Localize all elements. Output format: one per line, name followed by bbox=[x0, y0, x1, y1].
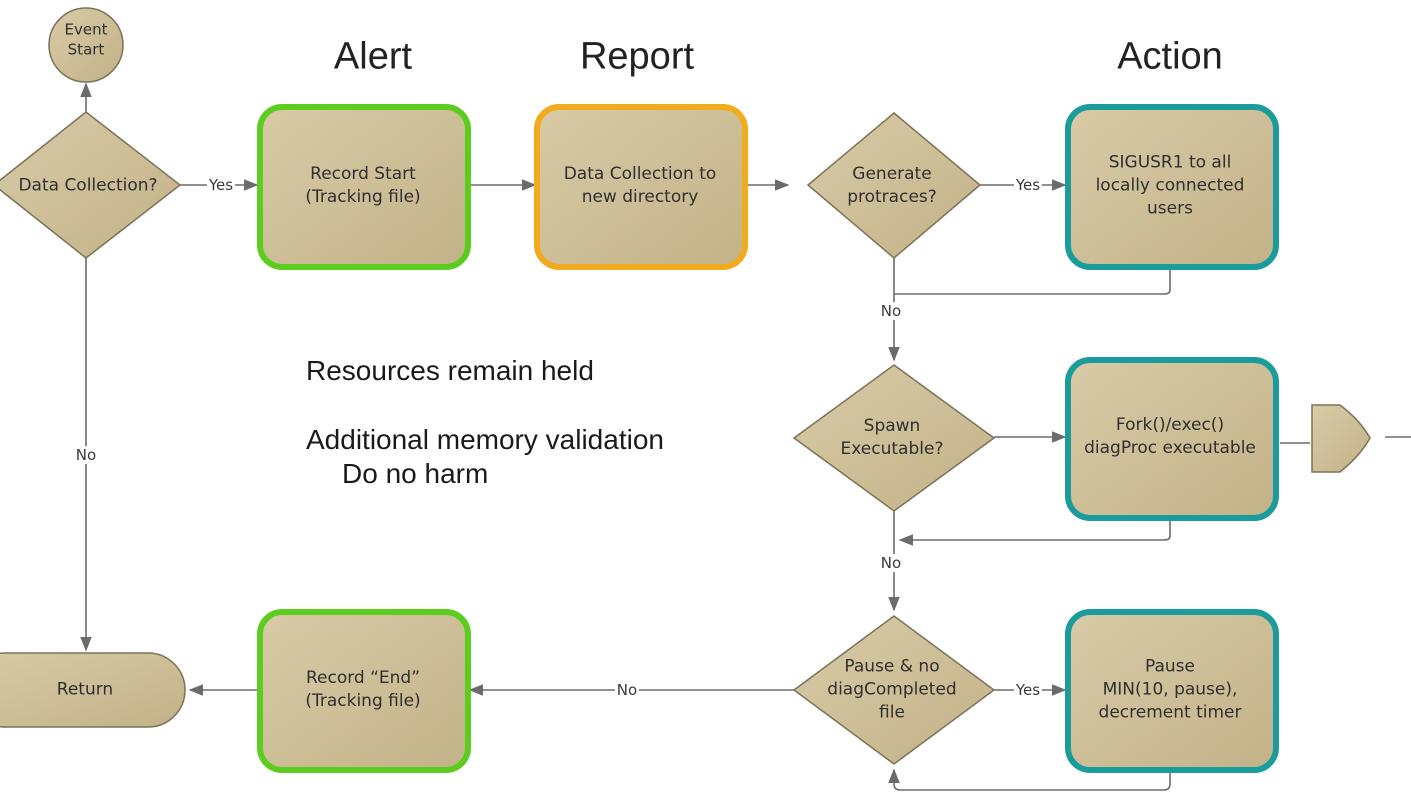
generate-protraces-decision bbox=[806, 112, 982, 259]
data-collection-dir-box bbox=[534, 104, 748, 270]
pause-check-decision bbox=[792, 615, 996, 765]
offpage-terminator bbox=[1311, 404, 1371, 473]
record-start-box bbox=[257, 104, 471, 270]
fork-exec-box bbox=[1065, 357, 1279, 521]
note-memory-validation: Additional memory validation bbox=[306, 424, 664, 455]
edge-fork-loop bbox=[898, 520, 1171, 546]
edge-pauseaction-loop bbox=[888, 768, 1171, 791]
edge-label-no: No bbox=[614, 681, 640, 699]
edge-label-yes: Yes bbox=[1013, 681, 1043, 699]
edge-label-no: No bbox=[73, 446, 99, 464]
heading-report: Report bbox=[579, 35, 695, 78]
record-end-box bbox=[257, 609, 471, 773]
heading-action: Action bbox=[1117, 35, 1223, 78]
spawn-executable-decision bbox=[792, 364, 996, 512]
sigusr1-box bbox=[1065, 104, 1279, 270]
heading-alert: Alert bbox=[333, 35, 413, 78]
edge-label-no: No bbox=[878, 302, 904, 320]
note-do-no-harm: Do no harm bbox=[342, 458, 489, 489]
event-start-node bbox=[48, 7, 124, 83]
edge-label-no: No bbox=[878, 554, 904, 572]
data-collection-decision bbox=[0, 111, 182, 259]
edge-label-yes: Yes bbox=[1013, 176, 1043, 194]
note-resources: Resources remain held bbox=[306, 355, 594, 386]
edge-label-yes: Yes bbox=[206, 176, 236, 194]
return-terminator bbox=[0, 652, 186, 728]
edge-sigusr1-loop bbox=[894, 268, 1171, 295]
pause-action-box bbox=[1065, 609, 1279, 773]
